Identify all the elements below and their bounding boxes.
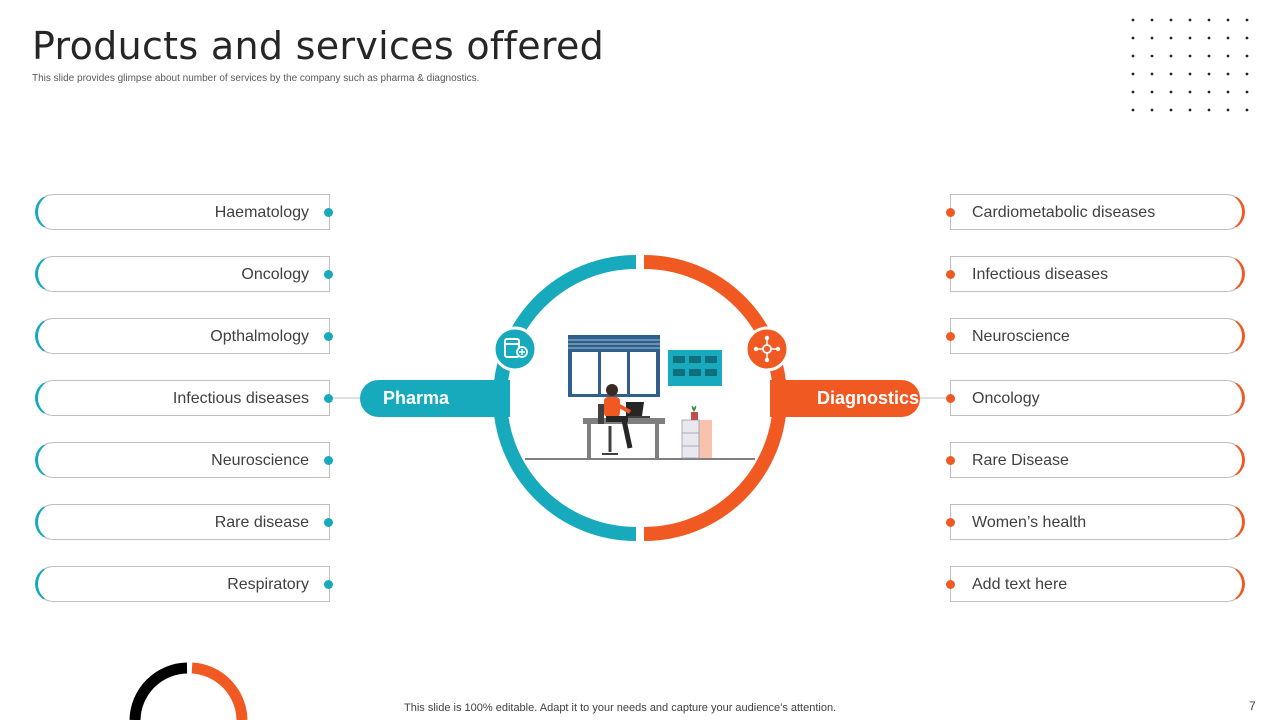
grid-dot	[1150, 108, 1154, 112]
diagnostics-label-pill: Diagnostics	[770, 380, 920, 417]
grid-dot	[1245, 18, 1249, 22]
pharma-item-rare-disease: Rare disease	[35, 504, 333, 540]
grid-dot	[1226, 72, 1230, 76]
grid-dot	[1207, 108, 1211, 112]
grid-dot	[1131, 36, 1135, 40]
grid-dot	[1226, 18, 1230, 22]
woman-working-at-desk-illustration	[525, 335, 755, 460]
grid-dot	[1131, 90, 1135, 94]
item-label: Rare disease	[214, 514, 309, 531]
grid-dot	[1188, 18, 1192, 22]
pharma-item-oncology: Oncology	[35, 256, 333, 292]
grid-dot	[1188, 36, 1192, 40]
grid-dot	[1226, 54, 1230, 58]
item-label: Neuroscience	[211, 452, 309, 469]
diagnostics-item-add-text: Add text here	[946, 566, 1245, 602]
grid-dot	[1188, 54, 1192, 58]
grid-dot	[1207, 90, 1211, 94]
bullet-dot	[324, 332, 333, 341]
grid-dot	[1150, 72, 1154, 76]
grid-dot	[1150, 90, 1154, 94]
decorative-ring-orange	[191, 662, 248, 720]
bullet-dot	[946, 394, 955, 403]
page-number: 7	[1249, 699, 1256, 713]
pharma-label-pill: Pharma	[360, 380, 510, 417]
item-label: Infectious diseases	[172, 390, 309, 407]
network-icon	[744, 326, 790, 372]
grid-dot	[1169, 108, 1173, 112]
footer-note: This slide is 100% editable. Adapt it to…	[404, 702, 837, 714]
medicine-icon	[492, 326, 538, 372]
grid-dot	[1169, 36, 1173, 40]
decorative-ring-black	[129, 662, 188, 720]
pharma-item-neuroscience: Neuroscience	[35, 442, 333, 478]
bullet-dot	[324, 270, 333, 279]
bullet-dot	[324, 456, 333, 465]
item-label: Respiratory	[227, 576, 309, 593]
grid-dot	[1207, 18, 1211, 22]
bullet-dot	[946, 332, 955, 341]
bullet-dot	[946, 456, 955, 465]
grid-dot	[1169, 90, 1173, 94]
grid-dot	[1226, 90, 1230, 94]
bullet-dot	[324, 208, 333, 217]
bullet-dot	[946, 518, 955, 527]
bullet-dot	[946, 208, 955, 217]
item-label: Haematology	[214, 204, 309, 221]
grid-dot	[1245, 90, 1249, 94]
pharma-item-opthalmology: Opthalmology	[35, 318, 333, 354]
diagnostics-item-rare-disease: Rare Disease	[946, 442, 1245, 478]
bullet-dot	[324, 518, 333, 527]
grid-dot	[1169, 72, 1173, 76]
grid-dot	[1131, 72, 1135, 76]
grid-dot	[1150, 18, 1154, 22]
diagnostics-ring-arc	[643, 255, 787, 541]
decorative-dot-grid	[1131, 18, 1249, 112]
grid-dot	[1169, 54, 1173, 58]
grid-dot	[1188, 108, 1192, 112]
pharma-item-infectious-diseases: Infectious diseases	[35, 380, 333, 416]
slide-title: Products and services offered	[32, 24, 605, 68]
item-label: Add text here	[972, 576, 1068, 593]
diagnostics-item-cardiometabolic: Cardiometabolic diseases	[946, 194, 1245, 230]
diagnostics-item-infectious-diseases: Infectious diseases	[946, 256, 1245, 292]
item-label: Rare Disease	[972, 452, 1069, 469]
item-label: Oncology	[241, 266, 309, 283]
grid-dot	[1226, 108, 1230, 112]
grid-dot	[1131, 108, 1135, 112]
diagnostics-item-neuroscience: Neuroscience	[946, 318, 1245, 354]
bullet-dot	[324, 394, 333, 403]
bullet-dot	[324, 580, 333, 589]
grid-dot	[1131, 18, 1135, 22]
pharma-item-haematology: Haematology	[35, 194, 333, 230]
grid-dot	[1169, 18, 1173, 22]
grid-dot	[1188, 72, 1192, 76]
item-label: Cardiometabolic diseases	[972, 204, 1156, 221]
grid-dot	[1245, 54, 1249, 58]
grid-dot	[1131, 54, 1135, 58]
grid-dot	[1226, 36, 1230, 40]
item-label: Women’s health	[972, 514, 1087, 531]
grid-dot	[1150, 54, 1154, 58]
item-label: Neuroscience	[972, 328, 1070, 345]
item-label: Opthalmology	[210, 328, 309, 345]
item-label: Oncology	[972, 390, 1040, 407]
diagnostics-item-womens-health: Women’s health	[946, 504, 1245, 540]
grid-dot	[1245, 36, 1249, 40]
grid-dot	[1245, 72, 1249, 76]
grid-dot	[1207, 36, 1211, 40]
slide-subtitle: This slide provides glimpse about number…	[32, 73, 480, 84]
bullet-dot	[946, 270, 955, 279]
grid-dot	[1150, 36, 1154, 40]
diagnostics-item-oncology: Oncology	[946, 380, 1245, 416]
grid-dot	[1207, 72, 1211, 76]
pharma-item-respiratory: Respiratory	[35, 566, 333, 602]
grid-dot	[1245, 108, 1249, 112]
item-label: Infectious diseases	[972, 266, 1109, 283]
bullet-dot	[946, 580, 955, 589]
grid-dot	[1188, 90, 1192, 94]
grid-dot	[1207, 54, 1211, 58]
